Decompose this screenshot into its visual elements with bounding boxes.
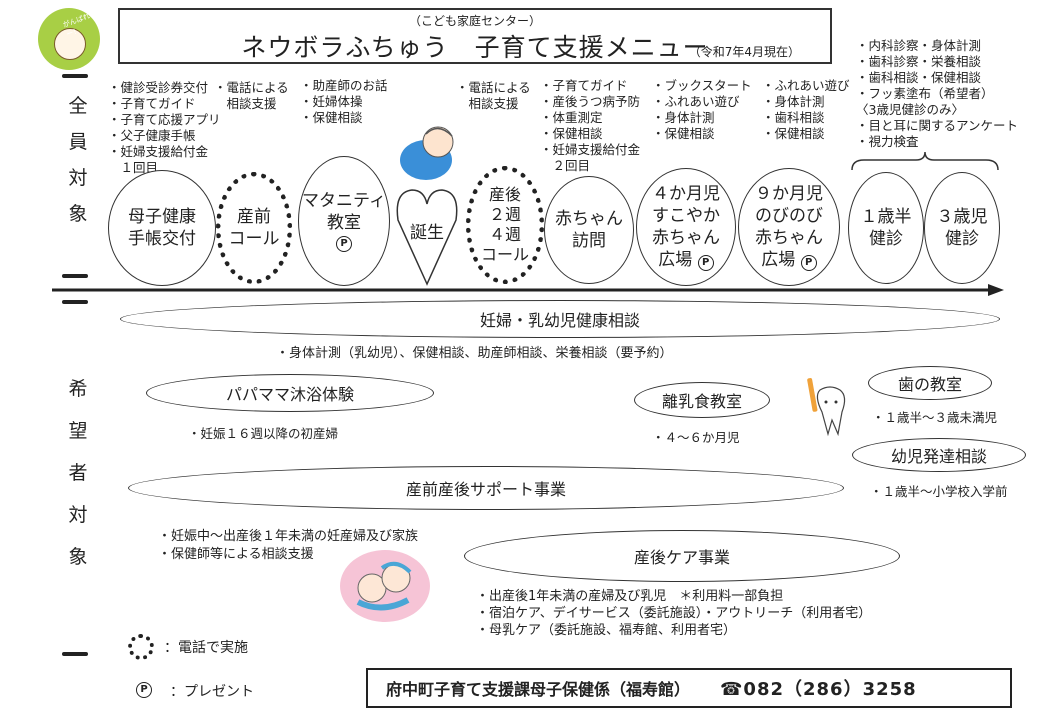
notes-9month: ・ふれあい遊び・身体計測・歯科相談・保健相談 xyxy=(762,78,850,141)
checkup-brace xyxy=(851,151,999,171)
tooth-icon xyxy=(807,378,846,437)
notes-maternity: ・助産師のお話・妊婦体操・保健相談 xyxy=(300,78,388,125)
present-icon: P xyxy=(697,255,714,271)
title-date: （令和7年4月現在） xyxy=(688,45,800,59)
stage-4month: ４か月児 すこやか 赤ちゃん 広場 P xyxy=(636,168,736,286)
stage-sango-call: 産後 ２週 ４週 コール xyxy=(466,166,544,284)
legend-present-icon: P xyxy=(136,682,152,698)
page-title: ネウボラふちゅう 子育て支援メニュー xyxy=(241,33,709,62)
title-box: （こども家庭センター） ネウボラふちゅう 子育て支援メニュー （令和7年4月現在… xyxy=(118,8,832,64)
legend-present-label: ：プレゼント xyxy=(170,684,254,700)
timeline-arrow xyxy=(52,284,1004,296)
notes-4month: ・ブックスタート・ふれあい遊び・身体計測・保健相談 xyxy=(652,78,752,141)
stage-sanzen-call: 産前 コール xyxy=(216,172,292,284)
hope-target-bracket-top xyxy=(62,300,88,304)
stage-birth-label: 誕生 xyxy=(410,223,444,243)
notes-techo: ・健診受診券交付・子育てガイド・子育て応援アプリ ・父子健康手帳・妊婦支援給付金… xyxy=(108,80,221,175)
stage-birth-heart xyxy=(396,189,458,286)
stage-9month: ９か月児 のびのび 赤ちゃん 広場 P xyxy=(738,168,840,286)
all-target-bracket-top xyxy=(62,74,88,78)
weaning-ellipse: 離乳食教室 xyxy=(634,382,770,418)
title-subtitle: （こども家庭センター） xyxy=(408,14,541,28)
stage-maternity: マタニティ 教室 P xyxy=(298,156,390,286)
stage-techo: 母子健康 手帳交付 xyxy=(108,170,216,286)
all-target-label: 全 員 対 象 xyxy=(68,95,88,225)
baby-icon xyxy=(400,126,454,180)
stage-3y: ３歳児 健診 xyxy=(924,172,1000,284)
support-ellipse: 産前産後サポート事業 xyxy=(128,466,844,510)
weaning-note: ・４～６か月児 xyxy=(652,430,740,445)
all-target-bracket-bottom xyxy=(62,274,88,278)
legend-phone-label: ：電話で実施 xyxy=(164,640,248,656)
mother-baby-icon xyxy=(340,550,430,622)
hope-target-bracket-bottom xyxy=(62,652,88,656)
support-notes: ・妊娠中～出産後１年未満の妊産婦及び家族・保健師等による相談支援 xyxy=(158,529,419,562)
present-icon: P xyxy=(336,236,352,252)
notes-checkups: ・内科診察・身体計測・歯科診察・栄養相談・歯科相談・保健相談 ・フッ素塗布（希望… xyxy=(856,38,1019,149)
consult-note: ・身体計測（乳幼児）、保健相談、助産師相談、栄養相談（要予約） xyxy=(276,346,673,361)
present-icon: P xyxy=(800,255,817,271)
logo-face-icon xyxy=(54,28,86,60)
bath-note: ・妊娠１６週以降の初産婦 xyxy=(188,426,339,441)
notes-sango-call: ・電話による 相談支援 xyxy=(456,80,531,111)
contact-office: 府中町子育て支援課母子保健係（福寿館） xyxy=(386,680,691,699)
dental-ellipse: 歯の教室 xyxy=(868,366,992,400)
consult-ellipse: 妊婦・乳幼児健康相談 xyxy=(120,300,1000,338)
dental-note: ・１歳半～３歳未満児 xyxy=(872,410,998,425)
notes-houmon: ・子育てガイド・産後うつ病予防・体重測定 ・保健相談・妊婦支援給付金 ２回目 xyxy=(540,78,641,173)
hope-target-label: 希 望 者 対 象 xyxy=(68,378,88,568)
notes-sanzen-call: ・電話による 相談支援 xyxy=(214,80,289,111)
dev-note: ・１歳半～小学校入学前 xyxy=(870,484,1008,499)
logo: がんばれー！ xyxy=(38,8,100,70)
care-notes: ・出産後1年未満の産婦及び乳児 ＊利用料一部負担・宿泊ケア、デイサービス（委託施… xyxy=(476,589,872,638)
legend-phone-circle xyxy=(128,634,154,660)
stage-houmon: 赤ちゃん 訪問 xyxy=(544,176,634,284)
contact-phone: ☎082（286）3258 xyxy=(720,679,917,700)
dev-ellipse: 幼児発達相談 xyxy=(852,438,1026,472)
care-ellipse: 産後ケア事業 xyxy=(464,530,900,582)
stage-1y6m: １歳半 健診 xyxy=(848,172,924,284)
bath-ellipse: パパママ沐浴体験 xyxy=(146,374,434,412)
contact-box: 府中町子育て支援課母子保健係（福寿館） ☎082（286）3258 xyxy=(366,668,1012,708)
